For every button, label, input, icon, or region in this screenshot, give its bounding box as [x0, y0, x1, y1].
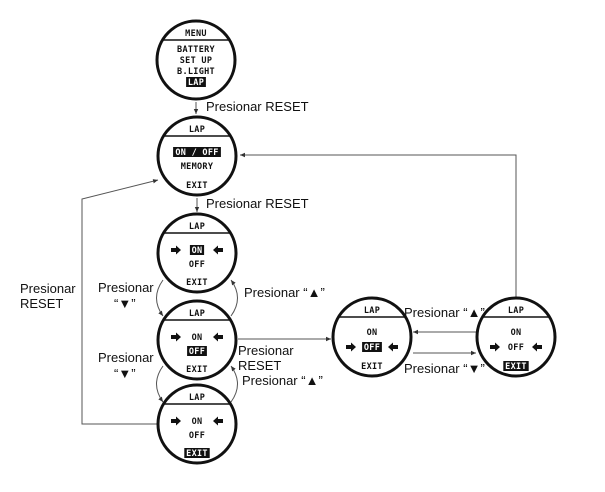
labels: Presionar RESET Presionar RESET Presiona…: [20, 99, 485, 388]
label-reset-1: Presionar RESET: [206, 99, 309, 114]
label-left-reset-1: Presionar: [20, 281, 76, 296]
option-off-highlight: [187, 346, 207, 356]
arc-up-1: [230, 279, 238, 317]
option-pointer-left-icon: [213, 416, 223, 426]
exit-option: EXIT: [186, 365, 208, 375]
exit-option: EXIT: [186, 278, 208, 288]
option-on-off-highlight: [173, 147, 221, 157]
label-up-1: Presionar “▲”: [244, 285, 325, 300]
option-pointer-right-icon: [490, 342, 500, 352]
arc-down-1: [156, 279, 164, 317]
screen-lap-on: LAP ON OFF EXIT: [156, 212, 238, 294]
screen-header: LAP: [189, 309, 205, 319]
screen-header: LAP: [189, 393, 205, 403]
exit-option: EXIT: [186, 181, 208, 191]
label-down-right: Presionar “▼”: [404, 361, 485, 376]
label-reset-off-1: Presionar: [238, 343, 294, 358]
option-pointer-right-icon: [171, 245, 181, 255]
option-off: OFF: [189, 431, 205, 441]
option-on: ON: [511, 328, 522, 338]
option-off: OFF: [189, 260, 205, 270]
screen-header: LAP: [508, 306, 524, 316]
arrow-exit-to-lap: [81, 179, 159, 425]
option-pointer-left-icon: [388, 342, 398, 352]
option-on: ON: [192, 246, 203, 256]
screen-header: LAP: [364, 306, 380, 316]
option-pointer-left-icon: [213, 332, 223, 342]
option-pointer-left-icon: [213, 245, 223, 255]
screen-lap-off: LAP ON OFF EXIT: [156, 299, 238, 381]
option-memory: MEMORY: [181, 162, 214, 172]
label-up-right: Presionar “▲”: [404, 305, 485, 320]
label-up-2: Presionar “▲”: [242, 373, 323, 388]
exit-option-highlight: [503, 361, 529, 371]
screen-lap-main: LAP ON / OFF MEMORY EXIT: [156, 115, 238, 197]
screen-lap-off-confirmed: LAP ON OFF EXIT: [331, 296, 413, 378]
arrow-right-exit-to-lap: [240, 152, 517, 297]
option-off: OFF: [364, 343, 380, 353]
option-on-highlight: [189, 245, 205, 255]
option-on-off: ON / OFF: [175, 148, 218, 158]
label-left-reset-2: RESET: [20, 296, 63, 311]
menu-item: B.LIGHT: [177, 67, 215, 77]
option-off: OFF: [508, 343, 524, 353]
option-on: ON: [192, 333, 203, 343]
connectors: [81, 102, 517, 425]
option-pointer-right-icon: [171, 416, 181, 426]
exit-option-highlight: [184, 448, 210, 458]
option-pointer-right-icon: [171, 332, 181, 342]
exit-option: EXIT: [186, 449, 208, 459]
screen-lap-exit: LAP ON OFF EXIT: [156, 383, 238, 465]
option-pointer-left-icon: [532, 342, 542, 352]
screen-lap-off-exit: LAP ON OFF EXIT: [475, 296, 557, 378]
option-pointer-right-icon: [346, 342, 356, 352]
screen-header: LAP: [189, 125, 205, 135]
label-reset-off-2: RESET: [238, 358, 281, 373]
menu-item: SET UP: [180, 56, 213, 66]
exit-option: EXIT: [361, 362, 383, 372]
menu-item-highlight: [186, 77, 206, 87]
option-off-highlight: [362, 342, 382, 352]
arc-down-2: [156, 365, 164, 403]
option-on: ON: [367, 328, 378, 338]
option-on: ON: [192, 417, 203, 427]
label-down-1b: “▼”: [114, 296, 136, 311]
exit-option: EXIT: [505, 362, 527, 372]
label-down-1a: Presionar: [98, 280, 154, 295]
screen-header: LAP: [189, 222, 205, 232]
label-reset-2: Presionar RESET: [206, 196, 309, 211]
label-down-2a: Presionar: [98, 350, 154, 365]
arc-up-2: [230, 365, 238, 403]
screen-header: MENU: [185, 29, 207, 39]
option-off: OFF: [189, 347, 205, 357]
label-down-2b: “▼”: [114, 366, 136, 381]
menu-item: LAP: [188, 78, 204, 88]
menu-item: BATTERY: [177, 45, 216, 55]
